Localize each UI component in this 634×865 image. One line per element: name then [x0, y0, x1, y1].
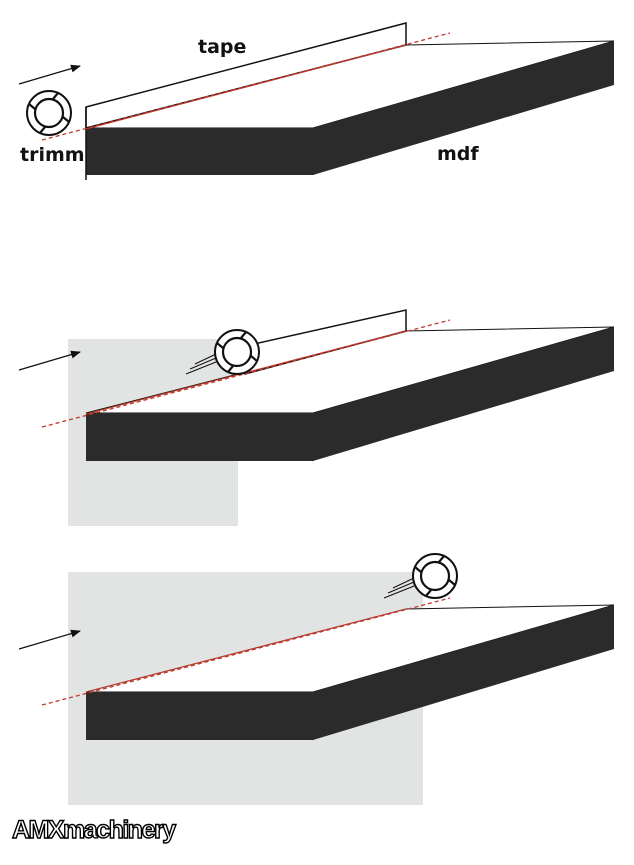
board-right-side — [313, 327, 614, 461]
brand-logo-text: AMXmachinery — [11, 816, 177, 844]
trimm-label: trimm — [20, 144, 85, 166]
board-front-side — [86, 692, 314, 740]
stage-2 — [18, 309, 615, 526]
cut-line-solid — [85, 608, 407, 693]
stage-3 — [18, 553, 615, 805]
motion-lines — [383, 577, 415, 599]
trimming-cutter-icon — [214, 329, 260, 375]
cut-line — [41, 319, 451, 428]
board-front-side — [86, 413, 314, 461]
motion-lines — [185, 353, 217, 375]
cut-line — [41, 597, 451, 706]
board-right-side — [313, 41, 614, 175]
feed-direction-arrow-icon — [18, 350, 81, 371]
tape-label: tape — [198, 36, 246, 58]
trimming-cutter-icon — [26, 90, 72, 136]
trimming-cutter-icon — [412, 553, 458, 599]
cut-line-solid — [85, 44, 407, 130]
mdf-label: mdf — [437, 143, 479, 165]
feed-direction-arrow-icon — [18, 629, 81, 650]
board-right-side — [313, 605, 614, 740]
feed-direction-arrow-icon — [18, 64, 81, 85]
board-front-side — [86, 128, 314, 175]
stage-1: tape trimm mdf — [18, 22, 615, 180]
